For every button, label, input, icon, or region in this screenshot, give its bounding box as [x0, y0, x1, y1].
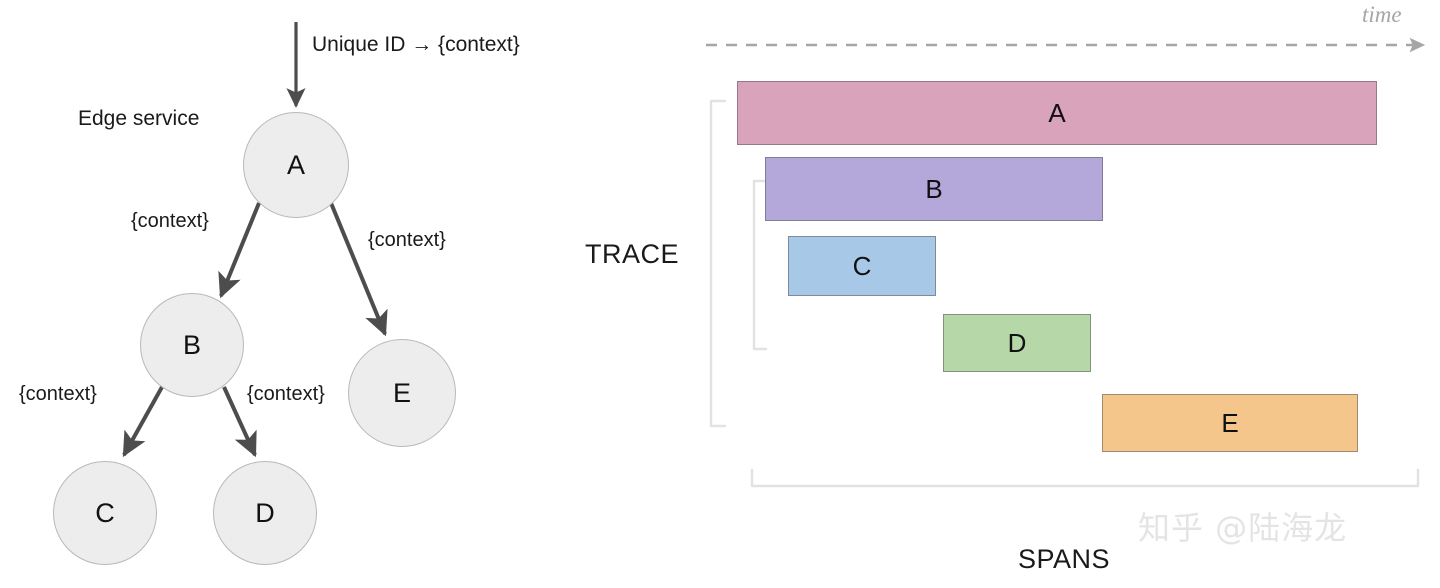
watermark: 知乎 @陆海龙	[1138, 509, 1348, 547]
span-bar-b[interactable]: B	[765, 157, 1103, 221]
trace-label: TRACE	[585, 239, 680, 269]
tree-node-a[interactable]: A	[243, 112, 349, 218]
edge-a-b	[218, 202, 261, 299]
edge-service-label: Edge service	[78, 107, 200, 130]
spans-label: SPANS	[1018, 544, 1111, 574]
spans-bracket	[750, 468, 1420, 488]
tree-node-a-label: A	[286, 149, 305, 180]
span-bar-c-label: C	[852, 251, 872, 281]
span-bar-e[interactable]: E	[1102, 394, 1358, 452]
span-bar-b-label: B	[925, 174, 943, 204]
edge-label-a-e: {context}	[368, 229, 446, 251]
edge-label-a-b: {context}	[131, 210, 209, 232]
tree-node-c-label: C	[95, 497, 115, 528]
span-bar-e-label: E	[1221, 408, 1239, 438]
span-bar-a[interactable]: A	[737, 81, 1377, 145]
edge-a-e	[329, 202, 388, 337]
tree-node-b-label: B	[182, 329, 201, 360]
span-bar-d-label: D	[1007, 328, 1027, 358]
tree-node-e[interactable]: E	[348, 339, 456, 447]
tree-node-c[interactable]: C	[53, 461, 157, 565]
span-bar-c[interactable]: C	[788, 236, 936, 296]
edge-b-d	[222, 386, 257, 458]
inner-span-bracket	[752, 179, 768, 351]
edge-label-b-d: {context}	[247, 383, 325, 405]
tree-node-e-label: E	[392, 377, 411, 408]
edge-label-b-c: {context}	[19, 383, 97, 405]
edge-b-c	[122, 386, 164, 458]
trace-bracket	[709, 99, 727, 428]
tree-node-d[interactable]: D	[213, 461, 317, 565]
time-axis-label: time	[1362, 2, 1402, 27]
span-bar-d[interactable]: D	[943, 314, 1091, 372]
entry-context-label: Unique ID → {context}	[312, 33, 520, 56]
tree-node-d-label: D	[255, 497, 275, 528]
span-bar-a-label: A	[1048, 98, 1066, 128]
tree-node-b[interactable]: B	[140, 293, 244, 397]
